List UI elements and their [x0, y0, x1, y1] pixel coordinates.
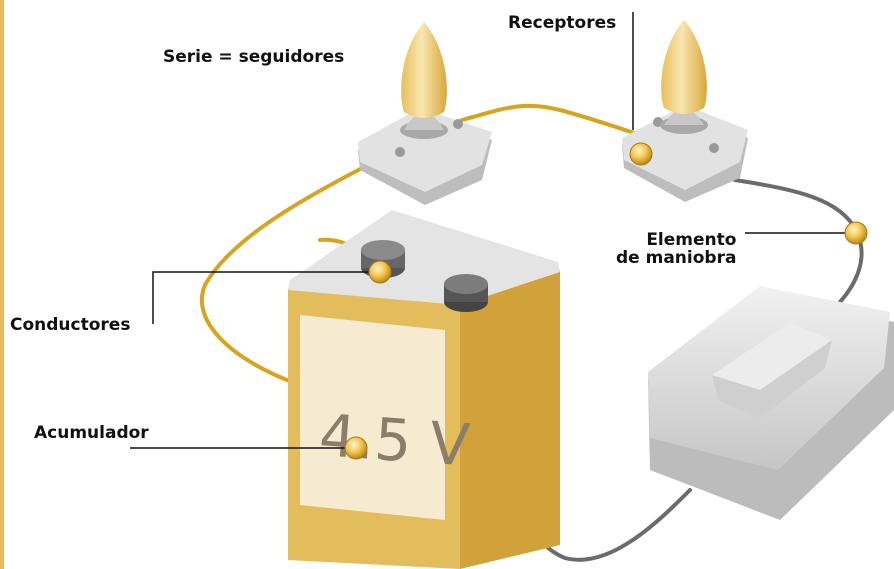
battery-top-rim: [288, 210, 560, 305]
battery-terminal-negative: [444, 274, 488, 312]
label-receptors: Receptores: [508, 13, 617, 33]
label-series: Serie = seguidores: [163, 47, 345, 67]
bulb-left: [358, 22, 492, 205]
leader-lines: [130, 12, 856, 449]
left-accent-rule: [0, 0, 4, 569]
bulb-right: [622, 20, 748, 202]
label-switch-element: Elemento de maniobra: [616, 231, 736, 267]
marker-conductor: [368, 260, 392, 284]
battery-voltage-text: 4.5 V: [317, 401, 472, 479]
wire-bulb1-to-bulb2: [460, 103, 642, 137]
markers: [344, 142, 868, 460]
wire-bulb2-to-switch: [733, 178, 864, 304]
wire-bulb1-to-battery: [199, 163, 370, 387]
leader-conductores: [152, 271, 383, 324]
marker-acumulador: [344, 436, 368, 460]
battery-side: [460, 270, 560, 569]
switch: [648, 286, 894, 520]
battery: 4.5 V: [288, 210, 560, 569]
label-switch-element-line1: Elemento: [646, 230, 737, 250]
label-accumulator: Acumulador: [34, 423, 149, 443]
battery-panel: [300, 315, 445, 520]
marker-elemento: [844, 221, 868, 245]
label-switch-element-line2: de maniobra: [616, 248, 737, 268]
label-conductors: Conductores: [10, 315, 131, 335]
marker-receptor: [629, 142, 653, 166]
